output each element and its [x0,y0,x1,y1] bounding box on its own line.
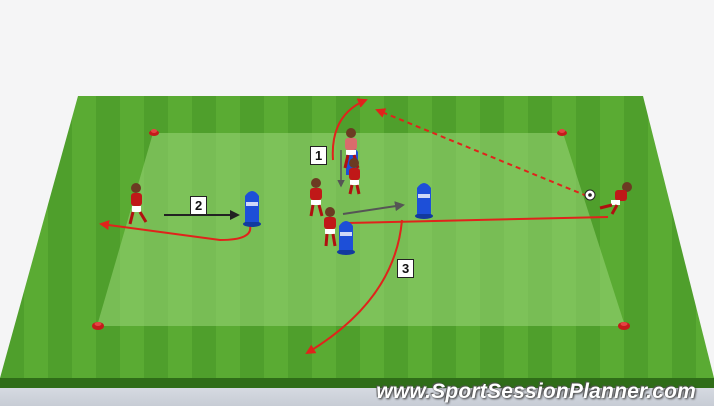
playing-zone [97,133,625,326]
ball-icon [585,190,595,200]
mannequin-icon [243,191,261,227]
mannequin-icon [415,183,433,219]
cone-icon [618,322,630,330]
watermark: www.SportSessionPlanner.com [376,380,696,404]
step-label-1: 1 [310,146,327,165]
mannequin-icon [337,221,355,255]
step-label-2: 2 [190,196,207,215]
step-label-3: 3 [397,259,414,278]
cone-icon [92,322,104,330]
